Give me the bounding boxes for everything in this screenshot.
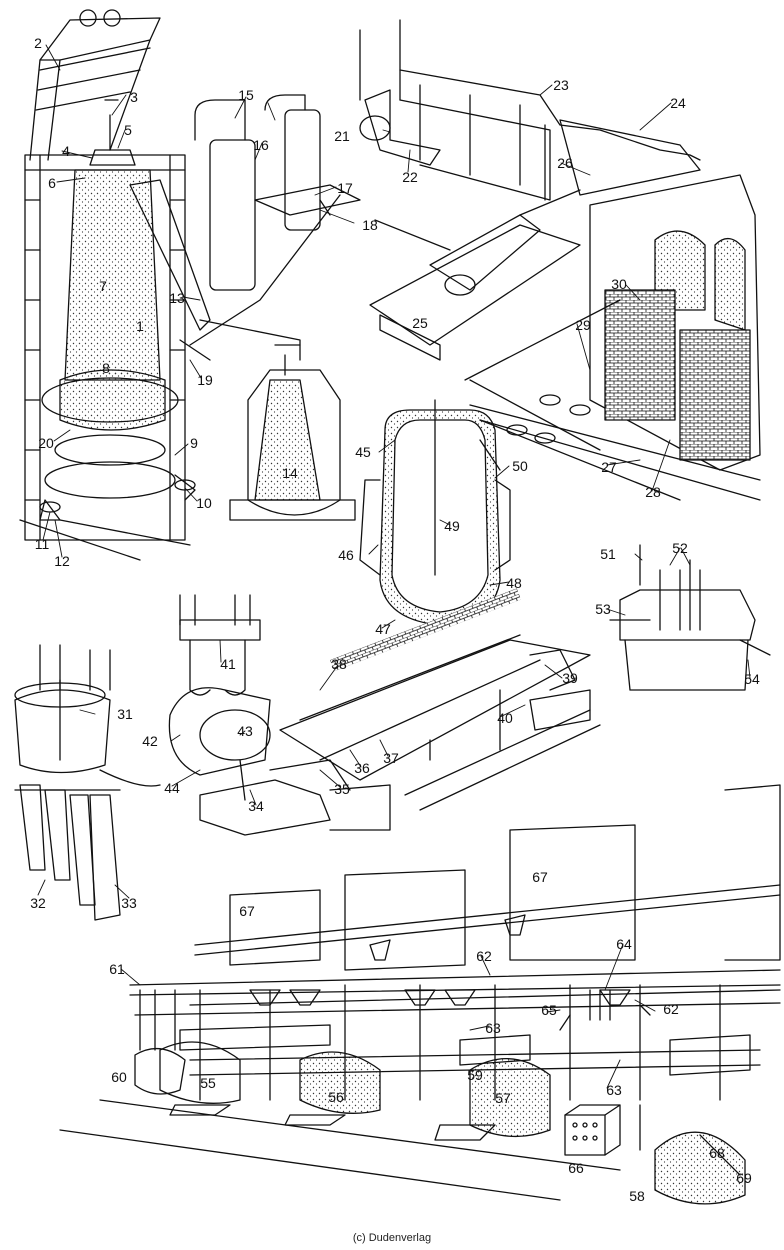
callout-50: 50 xyxy=(512,458,528,474)
callout-65: 65 xyxy=(541,1002,557,1018)
callout-17: 17 xyxy=(337,180,353,196)
callout-23: 23 xyxy=(553,77,569,93)
sinter-plant xyxy=(360,20,760,500)
callout-63a: 63 xyxy=(485,1020,501,1036)
callout-34: 34 xyxy=(248,798,264,814)
callout-13: 13 xyxy=(169,290,185,306)
callout-22: 22 xyxy=(402,169,418,185)
callout-52: 52 xyxy=(672,540,688,556)
electric-furnace-scheme xyxy=(610,545,770,690)
callout-35: 35 xyxy=(334,781,350,797)
callout-28: 28 xyxy=(645,484,661,500)
callout-6: 6 xyxy=(48,175,56,191)
callout-3: 3 xyxy=(130,89,138,105)
callout-44: 44 xyxy=(164,780,180,796)
callout-54: 54 xyxy=(744,671,760,687)
callout-69: 69 xyxy=(736,1170,752,1186)
callout-32: 32 xyxy=(30,895,46,911)
callout-56: 56 xyxy=(328,1089,344,1105)
callout-47: 47 xyxy=(375,621,391,637)
callout-1: 1 xyxy=(136,318,144,334)
callout-7: 7 xyxy=(99,278,107,294)
callout-41: 41 xyxy=(220,656,236,672)
callout-26: 26 xyxy=(557,155,573,171)
callout-68: 68 xyxy=(709,1145,725,1161)
callout-66: 66 xyxy=(568,1160,584,1176)
callout-4: 4 xyxy=(62,143,70,159)
callout-67b: 67 xyxy=(532,869,548,885)
callout-57: 57 xyxy=(495,1090,511,1106)
hot-blast-stove xyxy=(230,345,355,520)
callout-49: 49 xyxy=(444,518,460,534)
callout-21: 21 xyxy=(334,128,350,144)
callout-10: 10 xyxy=(196,495,212,511)
callout-45: 45 xyxy=(355,444,371,460)
callout-14: 14 xyxy=(282,465,298,481)
callout-46: 46 xyxy=(338,547,354,563)
callout-61: 61 xyxy=(109,961,125,977)
callout-64: 64 xyxy=(616,936,632,952)
callout-15: 15 xyxy=(238,87,254,103)
callout-16: 16 xyxy=(253,137,269,153)
callout-20: 20 xyxy=(38,435,54,451)
callout-5: 5 xyxy=(124,122,132,138)
callout-40: 40 xyxy=(497,710,513,726)
callout-48: 48 xyxy=(506,575,522,591)
pig-casting-machine xyxy=(169,588,600,835)
callout-37: 37 xyxy=(383,750,399,766)
converter xyxy=(360,400,510,625)
callout-60: 60 xyxy=(111,1069,127,1085)
callout-62a: 62 xyxy=(476,948,492,964)
callout-2: 2 xyxy=(34,35,42,51)
callout-38: 38 xyxy=(331,656,347,672)
copyright-credit: (c) Dudenverlag xyxy=(352,1232,432,1244)
callout-55: 55 xyxy=(200,1075,216,1091)
callout-25: 25 xyxy=(412,315,428,331)
callout-30: 30 xyxy=(611,276,627,292)
callout-43: 43 xyxy=(237,723,253,739)
callout-53: 53 xyxy=(595,601,611,617)
ladle-with-moulds xyxy=(15,645,160,920)
callout-12: 12 xyxy=(54,553,70,569)
callout-33: 33 xyxy=(121,895,137,911)
callout-51: 51 xyxy=(600,546,616,562)
callout-36: 36 xyxy=(354,760,370,776)
callout-8: 8 xyxy=(102,360,110,376)
callout-19: 19 xyxy=(197,372,213,388)
leader-lines xyxy=(38,45,750,1088)
callout-42: 42 xyxy=(142,733,158,749)
callout-58: 58 xyxy=(629,1188,645,1204)
callout-39: 39 xyxy=(562,670,578,686)
callout-18: 18 xyxy=(362,217,378,233)
callout-59: 59 xyxy=(467,1067,483,1083)
callout-24: 24 xyxy=(670,95,686,111)
callout-62b: 62 xyxy=(663,1001,679,1017)
callout-31: 31 xyxy=(117,706,133,722)
callout-27: 27 xyxy=(601,459,617,475)
blast-furnace xyxy=(20,10,300,560)
callout-9: 9 xyxy=(190,435,198,451)
callout-67a: 67 xyxy=(239,903,255,919)
steelworks-hall xyxy=(60,785,780,1204)
gas-cleaning-plant xyxy=(180,95,360,360)
callout-63b: 63 xyxy=(606,1082,622,1098)
callout-29: 29 xyxy=(575,317,591,333)
callout-11: 11 xyxy=(34,536,50,552)
